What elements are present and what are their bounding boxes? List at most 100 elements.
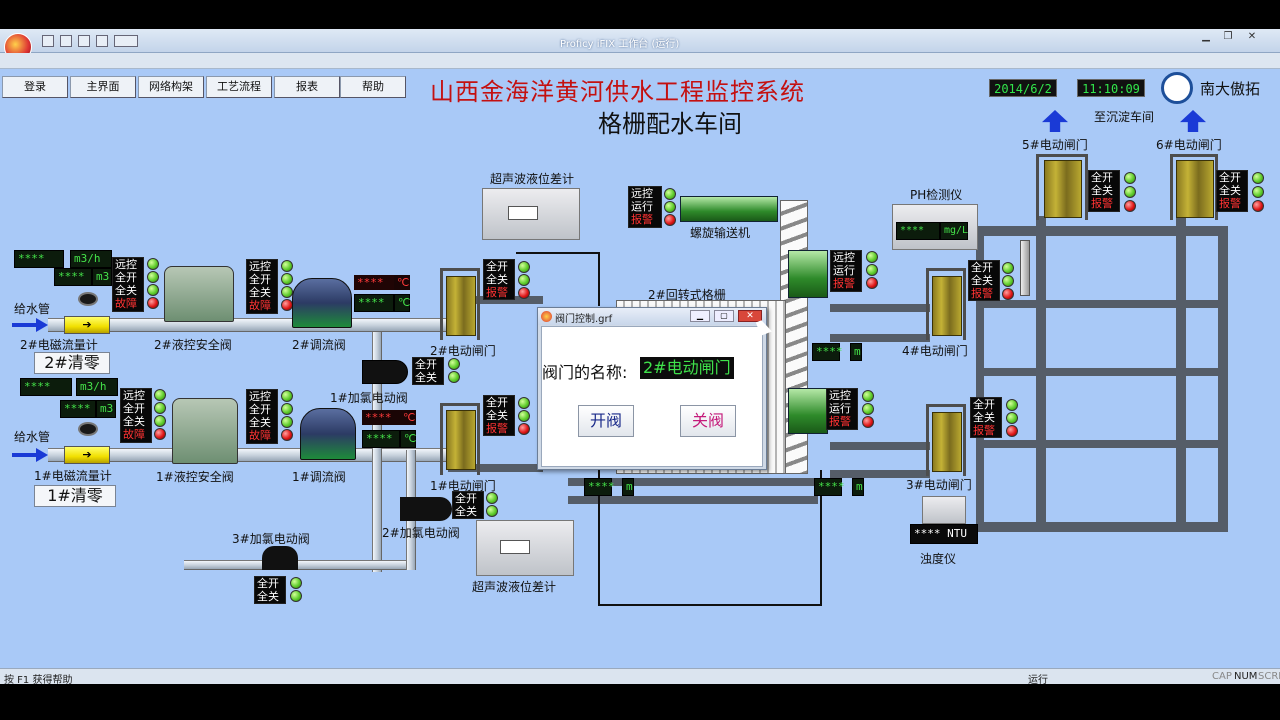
reset-button-1[interactable]: 1#清零	[34, 485, 116, 507]
menu-login[interactable]: 登录	[2, 76, 68, 98]
quick-access-dropdown[interactable]	[114, 35, 138, 47]
menu-main[interactable]: 主界面	[70, 76, 136, 98]
quick-access-icon[interactable]	[78, 35, 90, 47]
lamp-green	[486, 492, 498, 504]
status-text: 报警	[486, 286, 508, 299]
grille-motor-bottom[interactable]	[788, 388, 828, 434]
status-scrl: SCRL	[1258, 671, 1280, 682]
open-valve-button[interactable]: 开阀	[578, 405, 634, 437]
status-text: 全开	[971, 261, 993, 274]
lamp-green	[154, 402, 166, 414]
close-valve-button[interactable]: 关阀	[680, 405, 736, 437]
dialog-minimize-button[interactable]: ▁	[690, 310, 710, 322]
gate-4[interactable]	[932, 276, 962, 336]
status-text: 全关	[1219, 184, 1241, 197]
status-panel: 全开全关报警	[483, 259, 515, 300]
reg-valve-label-2: 2#调流阀	[292, 338, 346, 352]
chlorine-valve-3[interactable]	[262, 546, 298, 570]
lamp-green	[281, 260, 293, 272]
channel	[976, 300, 1226, 308]
channel	[830, 304, 930, 312]
gate-2[interactable]	[446, 276, 476, 336]
gate-6[interactable]	[1176, 160, 1214, 218]
status-text: 全关	[249, 416, 271, 429]
temp-unit: ℃	[394, 294, 410, 312]
maximize-button[interactable]: ❐	[1223, 31, 1233, 42]
ph-unit: mg/L	[940, 222, 968, 240]
status-text: 报警	[1219, 197, 1241, 210]
safety-valve-2[interactable]	[164, 266, 234, 322]
chlorine-valve-2[interactable]	[400, 497, 452, 521]
dialog-title: 阀门控制.grf	[555, 314, 613, 325]
dialog-maximize-button[interactable]: ▢	[714, 310, 734, 322]
status-text: 全开	[486, 396, 508, 409]
minimize-button[interactable]: ▁	[1202, 31, 1210, 42]
menu-network[interactable]: 网络构架	[138, 76, 204, 98]
close-button[interactable]: ✕	[1247, 31, 1257, 42]
status-text: 全开	[486, 260, 508, 273]
chlorine-valve-1[interactable]	[362, 360, 408, 384]
dialog-close-button[interactable]: ✕	[738, 310, 762, 322]
reset-button-2[interactable]: 2#清零	[34, 352, 110, 374]
flowmeter-2[interactable]: ➔	[64, 316, 110, 334]
status-panel: 全开全关报警	[483, 395, 515, 436]
quick-access-icon[interactable]	[60, 35, 72, 47]
gate-frame	[926, 404, 966, 476]
gate-1[interactable]	[446, 410, 476, 470]
turbidity-meter[interactable]	[922, 496, 966, 524]
screw-conveyor[interactable]	[680, 196, 778, 222]
flow-arrow-icon	[12, 453, 38, 457]
status-text: 全开	[973, 398, 995, 411]
lamp-green	[448, 371, 460, 383]
channel	[568, 496, 818, 504]
gate-label-1: 1#电动闸门	[430, 479, 496, 493]
regulating-valve-1[interactable]	[300, 408, 356, 460]
level-unit: m	[852, 478, 864, 496]
flowmeter-head-icon	[78, 422, 98, 436]
flowmeter-1[interactable]: ➔	[64, 446, 110, 464]
ultrasonic-level-meter-bottom[interactable]	[476, 520, 574, 576]
safety-valve-1[interactable]	[172, 398, 238, 464]
lamp-green	[281, 273, 293, 285]
inlet-label-2: 给水管	[14, 302, 51, 316]
ph-display: ****	[896, 222, 940, 240]
status-help: 按 F1 获得帮助	[4, 675, 73, 686]
ribbon-strip	[0, 53, 1280, 69]
page-subtitle: 格栅配水车间	[598, 110, 742, 138]
flow-arrow-icon	[36, 448, 48, 462]
status-panel: 远控全开全关故障	[112, 257, 144, 312]
menu-process[interactable]: 工艺流程	[206, 76, 272, 98]
channel	[830, 334, 930, 342]
turbidity-display: **** NTU	[910, 524, 978, 544]
status-text: 全开	[415, 358, 437, 371]
chlor-label-3: 3#加氯电动阀	[232, 532, 310, 546]
status-text: 全开	[123, 402, 145, 415]
status-text: 全开	[257, 577, 279, 590]
brand-logo-icon	[1161, 72, 1193, 104]
gate-3[interactable]	[932, 412, 962, 472]
menu-report[interactable]: 报表	[274, 76, 340, 98]
inlet-label-1: 给水管	[14, 430, 51, 444]
gate-frame	[440, 403, 480, 475]
grille-motor-top[interactable]	[788, 250, 828, 298]
lamp-green	[518, 410, 530, 422]
status-text: 全关	[455, 505, 477, 518]
status-panel: 远控全开全关故障	[120, 388, 152, 443]
menu-help[interactable]: 帮助	[340, 76, 406, 98]
quick-access-icon[interactable]	[96, 35, 108, 47]
safety-valve-label-1: 1#液控安全阀	[156, 470, 234, 484]
channel	[976, 226, 984, 532]
gate-label-2: 2#电动闸门	[430, 344, 496, 358]
lamp-green	[862, 390, 874, 402]
regulating-valve-2[interactable]	[292, 278, 352, 328]
volume-unit-1: m3	[96, 400, 116, 418]
window-titlebar	[0, 29, 1280, 53]
lamp-green	[448, 358, 460, 370]
status-text: 远控	[833, 251, 855, 264]
temp-display: ****	[362, 410, 400, 425]
status-text: 全关	[1091, 184, 1113, 197]
temp-unit: ℃	[400, 430, 416, 448]
dialog-body: 阀门的名称: 2#电动闸门 开阀 关阀	[541, 326, 763, 467]
gate-5[interactable]	[1044, 160, 1082, 218]
quick-access-icon[interactable]	[42, 35, 54, 47]
